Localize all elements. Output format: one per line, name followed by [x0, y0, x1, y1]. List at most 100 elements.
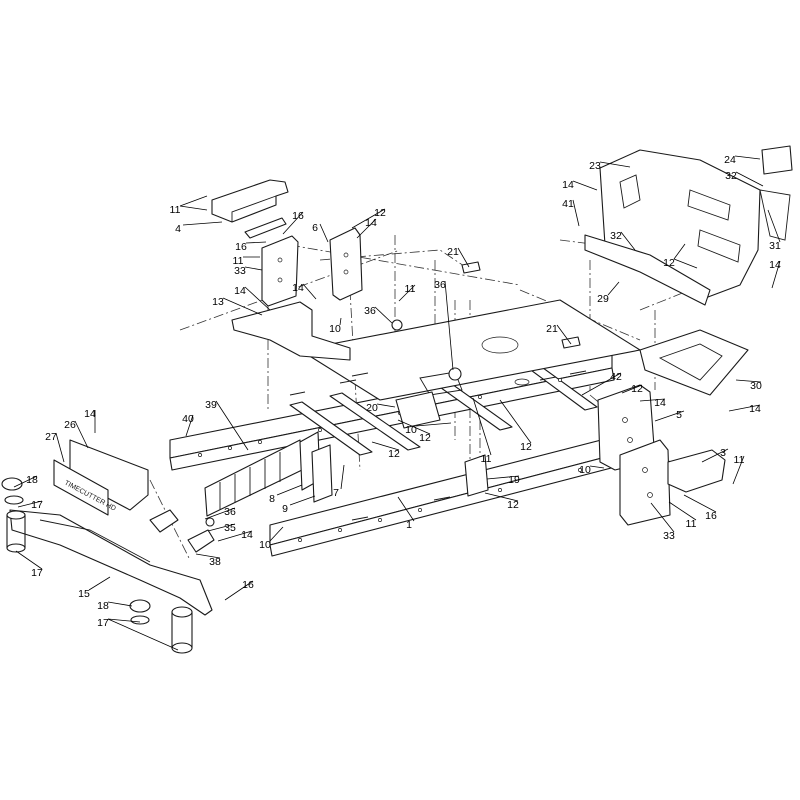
- callout-label-c18b: 18: [97, 600, 109, 612]
- callout-leader-c15: [88, 576, 111, 591]
- callout-leader-c30: [735, 379, 762, 383]
- callout-leader-c24: [734, 155, 761, 160]
- callout-leader-c16b: [245, 241, 267, 244]
- callout-leader-c32b: [735, 171, 764, 187]
- callout-leader-c14i: [217, 530, 253, 542]
- callout-label-c14c: 14: [292, 282, 304, 294]
- callout-label-c11e: 11: [481, 453, 492, 465]
- callout-label-c14h: 14: [749, 403, 761, 415]
- callout-label-c7: 7: [333, 487, 339, 499]
- callout-leader-c21b: [556, 324, 572, 345]
- callout-label-c12c: 12: [388, 448, 400, 460]
- part-13-plate: [231, 301, 351, 361]
- callout-leader-c1: [397, 496, 415, 522]
- part-3-bracket: [667, 449, 726, 493]
- callout-leader-c4: [182, 221, 223, 226]
- callout-label-c14i: 14: [241, 529, 253, 541]
- callout-label-c3: 3: [720, 447, 726, 459]
- callout-leader-c7: [340, 464, 345, 490]
- frame-holes: [198, 378, 582, 542]
- callout-label-c30: 30: [750, 380, 762, 392]
- callout-label-c42: 42: [610, 371, 622, 383]
- callout-label-c12a: 12: [374, 207, 386, 219]
- callout-leader-c11d: [398, 284, 416, 302]
- callout-leader-c14d: [356, 218, 377, 239]
- callout-leader-c12b: [397, 419, 431, 435]
- callout-label-c21a: 21: [447, 246, 459, 258]
- callout-leader-c41: [572, 199, 580, 227]
- callout-label-c32b: 32: [725, 170, 737, 182]
- callout-label-c10c: 10: [579, 464, 591, 476]
- callout-leaders: [13, 155, 781, 651]
- callout-leader-c26: [74, 420, 89, 449]
- callout-leader-c32a: [620, 231, 636, 251]
- callout-label-c31: 31: [769, 240, 781, 252]
- callout-label-c13: 13: [212, 296, 224, 308]
- callout-label-c23: 23: [589, 160, 601, 172]
- callout-label-c17b: 17: [31, 567, 43, 579]
- callout-leader-c10a: [339, 317, 342, 326]
- callout-leader-c38: [195, 553, 221, 559]
- callout-label-c14g: 14: [654, 397, 666, 409]
- callout-leader-c12d: [499, 399, 532, 444]
- callout-label-c8: 8: [269, 493, 275, 505]
- callout-leader-c31: [767, 209, 781, 243]
- callout-label-c32a: 32: [610, 230, 622, 242]
- callout-label-c16d: 16: [242, 579, 254, 591]
- callout-leader-c12c: [371, 441, 400, 451]
- callout-leader-c29: [607, 281, 620, 296]
- callout-leader-c12g: [673, 258, 698, 269]
- callout-leader-c17a: [17, 500, 43, 508]
- callout-label-c14d: 14: [365, 217, 377, 229]
- callout-label-c41: 41: [562, 198, 574, 210]
- callout-leader-c11f: [732, 455, 745, 485]
- callout-leader-c14g: [639, 398, 666, 402]
- callout-leader-c6: [319, 223, 329, 243]
- callout-leader-c36b: [444, 280, 454, 371]
- callout-leader-c40: [185, 414, 194, 437]
- callout-label-c14a: 14: [84, 408, 96, 420]
- part-31-bracket: [759, 189, 791, 241]
- part-20-bracket: [395, 391, 441, 429]
- callout-leader-c14b: [244, 286, 271, 311]
- callout-label-c11c: 11: [233, 255, 244, 267]
- part-35-36-38-fasteners: [149, 319, 462, 553]
- callout-label-c14b: 14: [234, 285, 246, 297]
- callout-label-c12e: 12: [507, 499, 519, 511]
- callout-leader-c36c: [204, 507, 236, 520]
- callout-leader-c11a: [179, 195, 208, 207]
- callout-label-c16c: 16: [705, 510, 717, 522]
- callout-leader-c17b: [15, 550, 43, 570]
- callout-leader-c21a: [457, 247, 470, 268]
- callout-leader-c12f: [673, 243, 686, 260]
- callout-leader-c16a: [282, 211, 304, 235]
- callout-label-c12h: 12: [631, 383, 643, 395]
- callout-label-c40: 40: [182, 413, 194, 425]
- callout-label-c1: 1: [406, 519, 412, 531]
- callout-leader-c12a: [351, 208, 386, 229]
- callout-label-c36b: 36: [434, 279, 446, 291]
- callout-label-c11f: 11: [734, 454, 745, 466]
- callout-leader-c33a: [244, 266, 263, 271]
- callout-leader-c10b: [415, 422, 452, 427]
- callout-label-c5: 5: [676, 409, 682, 421]
- part-19-bracket: [464, 454, 489, 497]
- callout-leader-c17c: [107, 618, 141, 623]
- callout-leader-c10c: [589, 465, 605, 469]
- callout-label-c21b: 21: [546, 323, 558, 335]
- callout-leader-c3: [701, 448, 729, 463]
- callout-label-c16b: 16: [235, 241, 247, 253]
- callout-label-c11d: 11: [405, 283, 416, 295]
- callout-label-c20: 20: [366, 402, 378, 414]
- callout-leader-c19: [486, 475, 520, 480]
- callout-leader-c18b: [107, 601, 133, 607]
- callout-label-c11a: 11: [170, 204, 181, 216]
- part-21-pads: [461, 261, 581, 349]
- callout-label-c33a: 33: [234, 265, 246, 277]
- part-24-decal: [761, 145, 793, 175]
- callout-label-c10d: 10: [259, 539, 271, 551]
- part-27-decal: [53, 459, 109, 516]
- callout-leader-c17d: [107, 618, 179, 651]
